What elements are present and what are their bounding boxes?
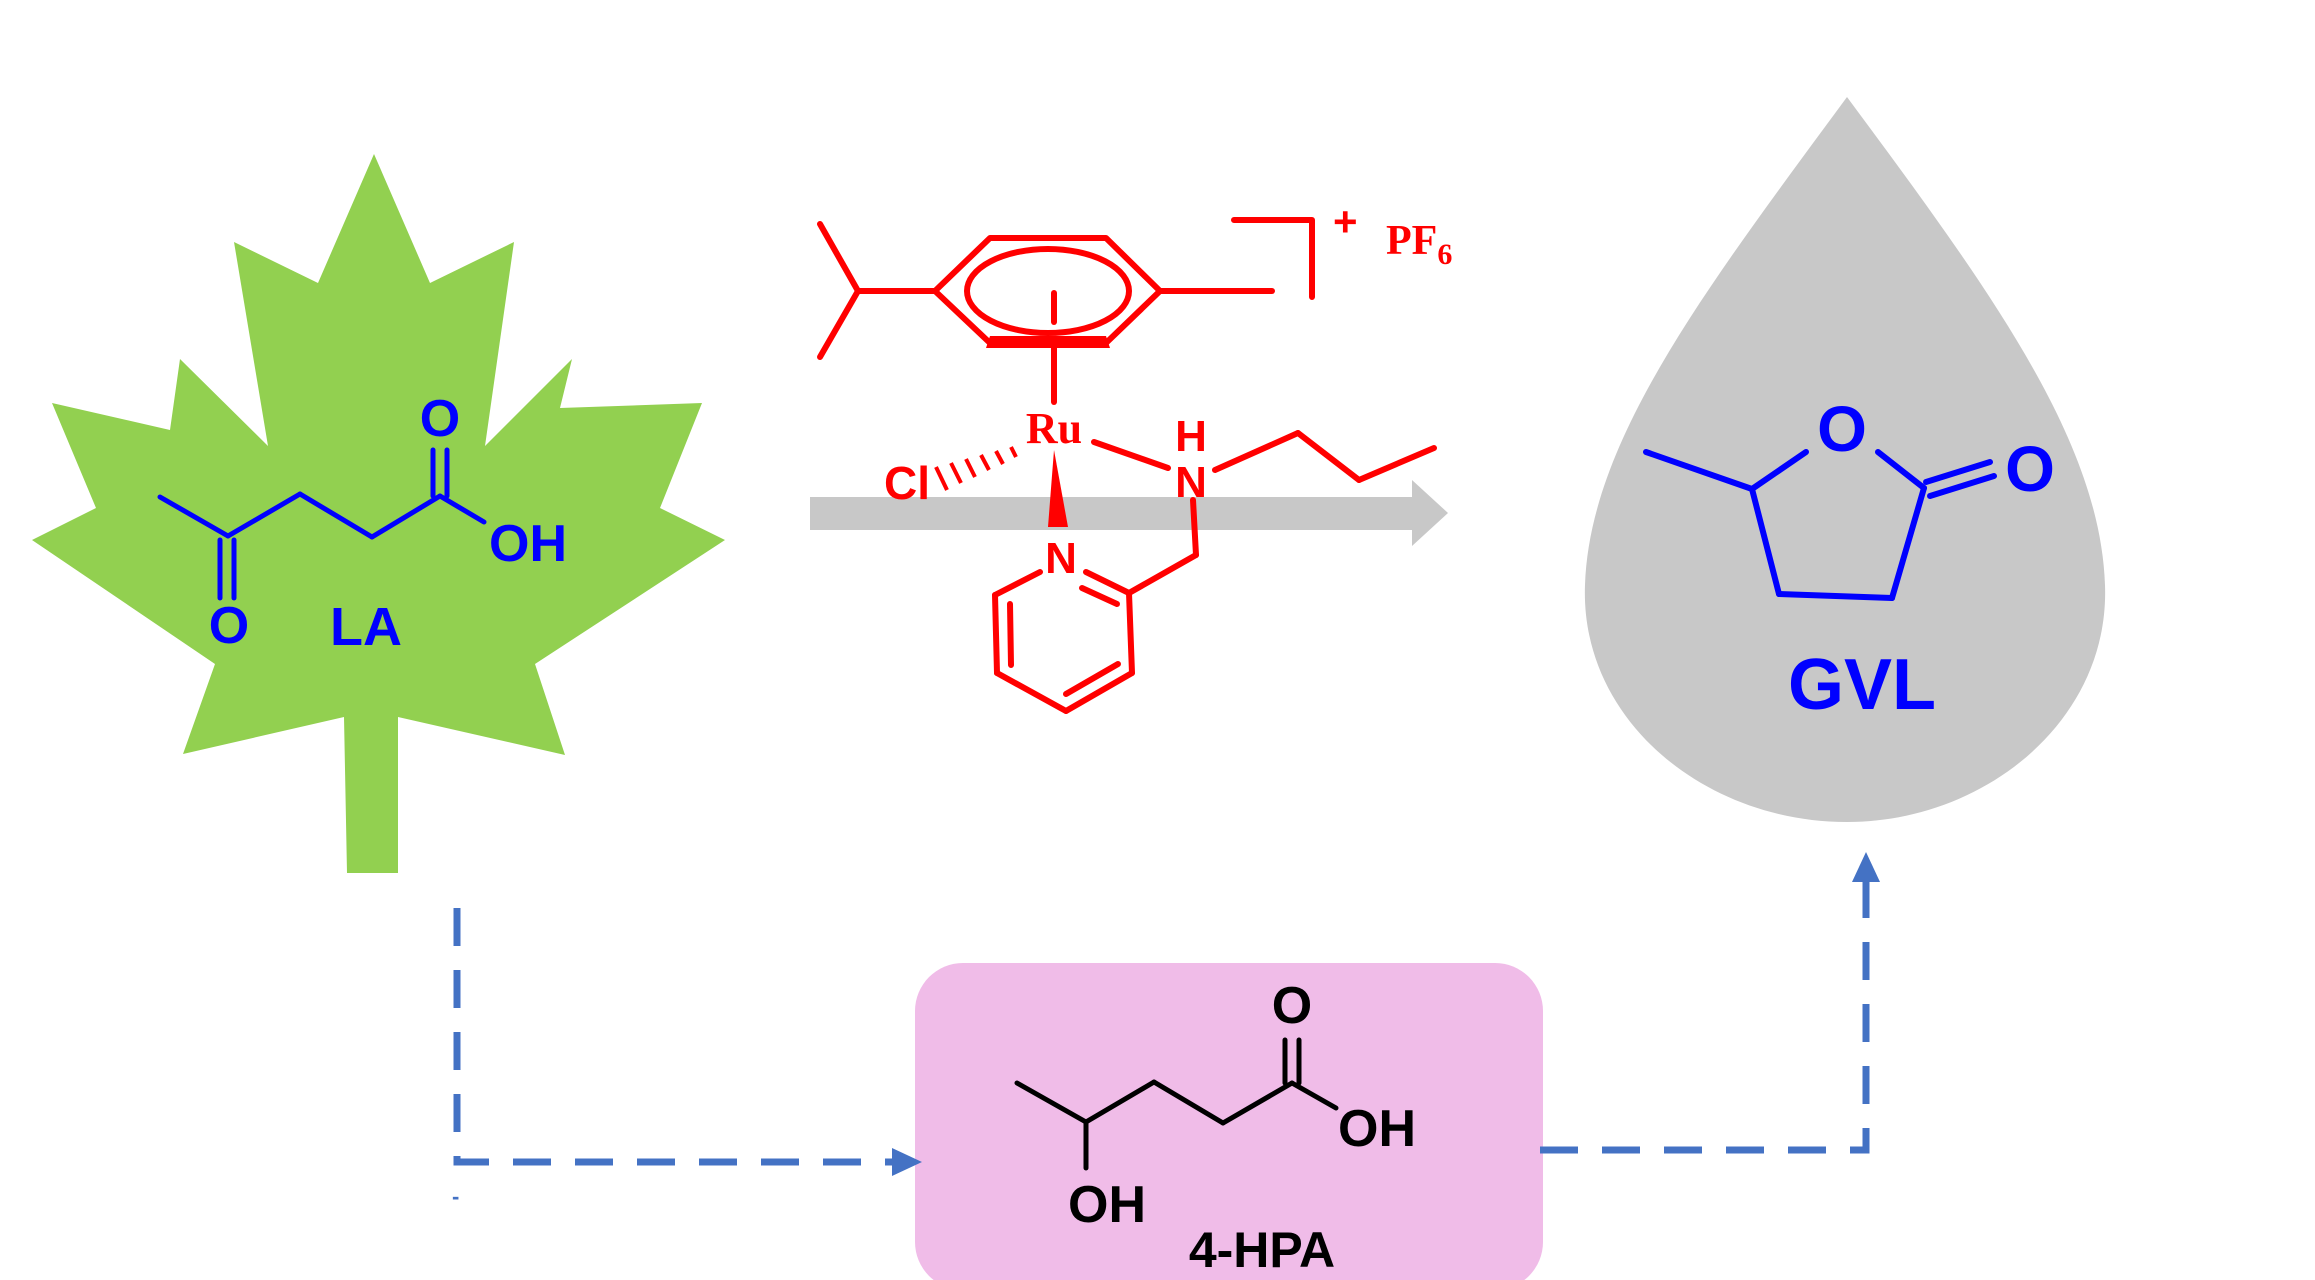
gvl-label: GVL [1788,645,1936,725]
catalyst-pyridine-n: N [1045,534,1077,583]
catalyst-charge: + [1333,198,1358,245]
stray-mark: - [452,1184,459,1209]
reaction-arrow [810,480,1448,546]
catalyst-structure [817,217,1437,714]
gvl-ring-oxygen: O [1817,393,1867,465]
la-acid-oxygen: O [420,390,460,448]
ru-pyridine-wedge [1048,450,1068,527]
catalyst-counterion: PF6 [1386,218,1452,271]
gvl-molecule [1643,449,1997,601]
counterion-subscript: 6 [1437,238,1452,271]
catalyst-chloride: Cl [884,457,930,509]
hpa-alcohol-hydroxyl: OH [1068,1176,1146,1234]
dashed-arrow-hpa-to-gvl [1540,852,1880,1154]
catalyst-amine-n: N [1175,458,1207,507]
hpa-acid-oxygen: O [1272,977,1312,1035]
maple-leaf-shape [32,154,725,873]
gvl-carbonyl-oxygen: O [2005,433,2055,505]
catalyst-amine-h: H [1175,412,1207,461]
hpa-molecule [1014,1037,1339,1171]
hpa-acid-hydroxyl: OH [1338,1100,1416,1158]
la-molecule [157,447,487,601]
la-acid-hydroxyl: OH [489,515,567,573]
drop-shape [1584,97,2106,822]
counterion-base: PF [1386,218,1437,264]
catalyst-metal: Ru [1026,404,1082,453]
ru-cl-hashed-bond [934,446,1018,491]
arene-front-edge [986,336,1110,348]
la-carbonyl-oxygen: O [209,597,249,655]
hpa-label: 4-HPA [1189,1222,1335,1278]
la-label: LA [330,597,402,657]
dashed-arrow-la-to-hpa [453,908,922,1176]
